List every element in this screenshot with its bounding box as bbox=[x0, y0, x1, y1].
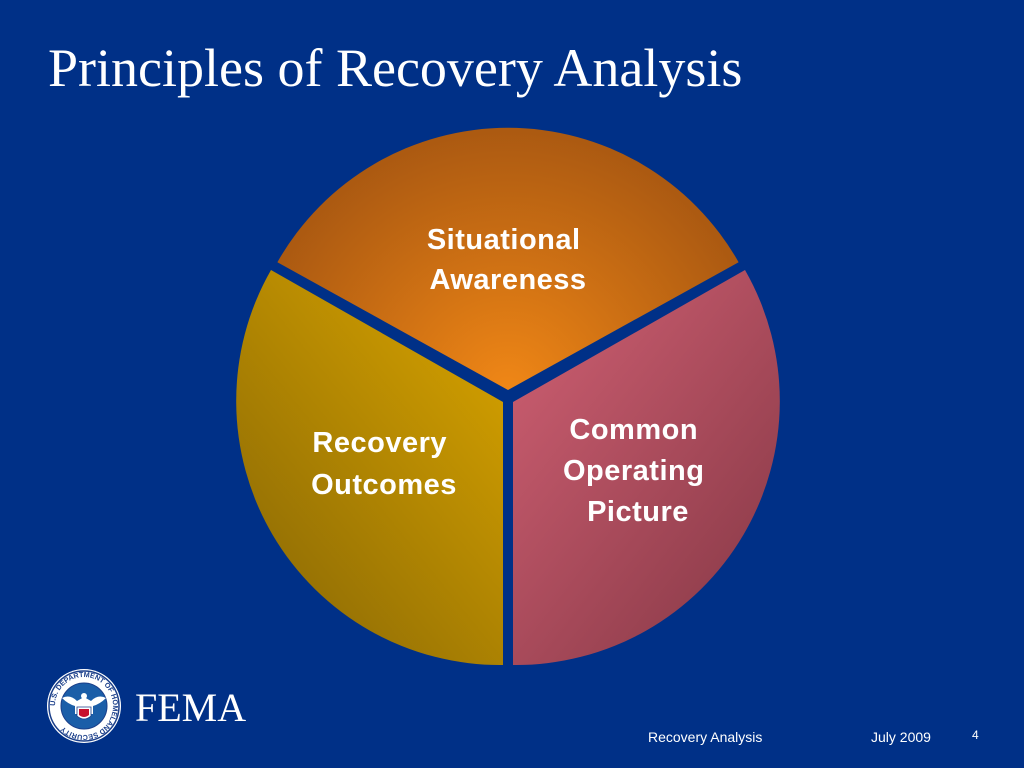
slide-number: 4 bbox=[972, 728, 979, 742]
recovery-outcomes-line-2: Outcomes bbox=[311, 469, 457, 501]
segment-recovery-outcomes-shape bbox=[236, 270, 503, 666]
common-operating-picture-line-1: Common bbox=[569, 414, 698, 446]
segment-common-operating-picture-shape bbox=[513, 270, 780, 666]
eagle-icon bbox=[62, 693, 106, 720]
segment-situational-awareness: Situational Awareness bbox=[277, 127, 739, 390]
slide-title: Principles of Recovery Analysis bbox=[48, 38, 743, 98]
dhs-seal-logo: U.S. DEPARTMENT OF HOMELAND SECURITY bbox=[47, 669, 121, 743]
segment-common-operating-picture: Common Operating Picture bbox=[513, 270, 780, 666]
situational-awareness-line-2: Awareness bbox=[429, 264, 586, 296]
situational-awareness-line-1: Situational bbox=[427, 224, 581, 256]
common-operating-picture-label: Common Operating Picture bbox=[563, 414, 713, 528]
segment-situational-awareness-shape bbox=[277, 127, 739, 390]
fema-wordmark: FEMA bbox=[135, 685, 247, 730]
common-operating-picture-line-3: Picture bbox=[587, 496, 689, 528]
footer-presentation-title: Recovery Analysis bbox=[648, 729, 763, 745]
situational-awareness-label: Situational Awareness bbox=[427, 224, 589, 296]
common-operating-picture-line-2: Operating bbox=[563, 455, 704, 487]
footer-date: July 2009 bbox=[871, 729, 931, 745]
segment-recovery-outcomes: Recovery Outcomes bbox=[236, 270, 503, 666]
recovery-outcomes-label: Recovery Outcomes bbox=[311, 427, 457, 501]
recovery-outcomes-line-1: Recovery bbox=[312, 427, 447, 459]
